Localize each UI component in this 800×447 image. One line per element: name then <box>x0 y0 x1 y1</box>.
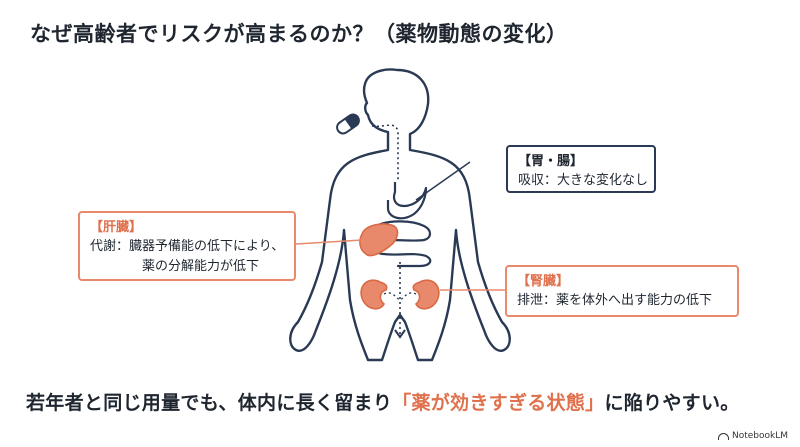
kidney-dots <box>383 292 417 301</box>
excretion-arrow <box>394 329 406 339</box>
brand-mark: NotebookLM <box>717 431 788 441</box>
summary-pre: 若年者と同じ用量でも、体内に長く留まり <box>26 392 393 414</box>
brand-label: NotebookLM <box>731 431 788 441</box>
liver-leader <box>295 239 363 245</box>
stomach-callout: 【胃・腸】 吸収：大きな変化なし <box>506 145 656 193</box>
stomach-heading: 【胃・腸】 <box>518 154 584 169</box>
body-outline <box>289 68 511 362</box>
liver-line-1: 代謝：臓器予備能の低下により、 <box>90 239 285 254</box>
kidney-left-icon <box>360 279 388 310</box>
stomach-line: 吸収：大きな変化なし <box>518 173 649 188</box>
pill-icon <box>336 113 360 135</box>
liver-line-2: 薬の分解能力が低下 <box>142 259 260 274</box>
kidney-callout: 【腎臓】 排泄：薬を体外へ出す能力の低下 <box>505 265 739 317</box>
notebooklm-logo-icon <box>717 432 729 440</box>
slide-title: なぜ高齢者でリスクが高まるのか？（薬物動態の変化） <box>30 22 568 46</box>
summary-emphasis: 「薬が効きすぎる状態」 <box>392 392 605 414</box>
summary-post: に陥りやすい。 <box>604 392 740 414</box>
liver-callout: 【肝臓】 代謝：臓器予備能の低下により、 薬の分解能力が低下 <box>78 211 296 281</box>
liver-heading: 【肝臓】 <box>90 220 143 235</box>
stomach-icon <box>386 182 428 220</box>
kidney-heading: 【腎臓】 <box>517 274 570 289</box>
kidney-right-icon <box>412 279 440 310</box>
liver-icon <box>359 223 399 257</box>
stomach-leader <box>415 161 471 201</box>
kidney-line: 排泄：薬を体外へ出す能力の低下 <box>517 293 713 308</box>
summary-text: 若年者と同じ用量でも、体内に長く留まり「薬が効きすぎる状態」に陥りやすい。 <box>26 388 740 415</box>
